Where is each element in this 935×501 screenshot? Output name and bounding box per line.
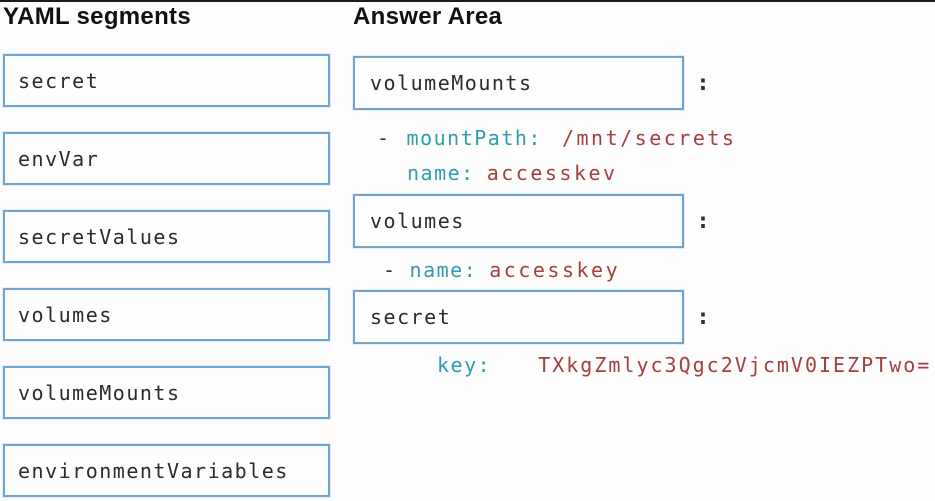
yaml-value: /mnt/secrets: [561, 126, 737, 150]
segment-label: envVar: [18, 146, 100, 171]
yaml-line-mountpath: -mountPath: /mnt/secrets: [377, 125, 736, 151]
slot-label: secret: [370, 305, 452, 329]
yaml-segment-environmentvariables[interactable]: environmentVariables: [3, 444, 330, 497]
yaml-segment-volumemounts[interactable]: volumeMounts: [3, 366, 330, 419]
yaml-line-name-accesskey: -name: accesskey: [383, 257, 620, 283]
slot-colon: :: [696, 304, 710, 330]
yaml-dash: -: [377, 126, 391, 150]
segment-label: volumeMounts: [18, 380, 181, 405]
yaml-value: accesskev: [486, 161, 618, 185]
yaml-key: mountPath:: [406, 126, 542, 150]
yaml-value: TXkgZmlyc3Qgc2VjcmV0IEZPTwo=: [538, 353, 932, 377]
slot-colon: :: [696, 208, 710, 234]
slot-colon: :: [696, 70, 710, 96]
yaml-key: key:: [437, 353, 492, 377]
answer-slot-volumemounts[interactable]: volumeMounts: [353, 56, 684, 110]
yaml-value: accesskey: [489, 258, 621, 282]
yaml-line-name-accesskev: name: accesskev: [407, 160, 618, 186]
segment-label: secretValues: [18, 224, 181, 249]
segment-label: secret: [18, 68, 100, 93]
yaml-segments-title: YAML segments: [3, 3, 191, 30]
yaml-segment-envvar[interactable]: envVar: [3, 132, 330, 185]
segment-label: volumes: [18, 302, 113, 327]
yaml-key: name:: [409, 258, 478, 282]
slot-label: volumes: [370, 209, 465, 233]
yaml-key: name:: [407, 161, 475, 185]
yaml-dash: -: [383, 258, 397, 282]
yaml-segment-secretvalues[interactable]: secretValues: [3, 210, 330, 263]
yaml-segment-volumes[interactable]: volumes: [3, 288, 330, 341]
answer-area-title: Answer Area: [353, 3, 503, 30]
answer-slot-volumes[interactable]: volumes: [353, 194, 684, 248]
yaml-line-key-base64: key: TXkgZmlyc3Qgc2VjcmV0IEZPTwo=: [437, 352, 931, 378]
segment-label: environmentVariables: [18, 458, 289, 483]
answer-slot-secret[interactable]: secret: [353, 290, 684, 344]
slot-label: volumeMounts: [370, 71, 533, 95]
yaml-segment-secret[interactable]: secret: [3, 54, 330, 107]
